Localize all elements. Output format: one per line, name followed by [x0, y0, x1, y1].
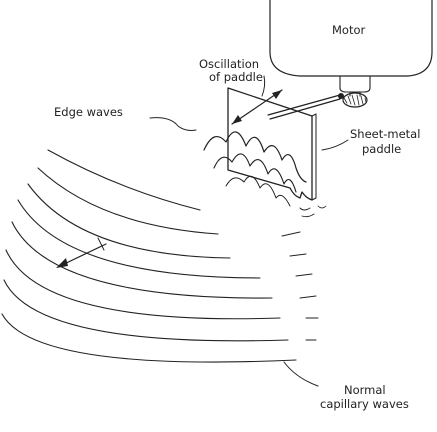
capillary-wave-2 [37, 167, 219, 235]
paddle-edge-top [311, 113, 317, 117]
motor-label: Motor [332, 23, 366, 37]
paddle-face [227, 87, 313, 201]
oscillation-arrowhead-down [232, 115, 242, 124]
eccentric-wheel [342, 92, 368, 108]
rod-lower-edge [269, 98, 341, 120]
motor-collar [339, 75, 371, 93]
capillary-wave-1 [47, 149, 201, 211]
sheet-metal-paddle [227, 87, 317, 201]
edge-wave-crest-2 [213, 153, 297, 193]
wheel-knurl [343, 94, 367, 106]
oscillation-arrowhead-up [272, 90, 282, 99]
edge-waves-label: Edge waves [54, 105, 123, 119]
capillary-wave-6 [5, 249, 281, 320]
edge-wave-crest-3 [225, 175, 291, 207]
edge-waves [203, 131, 327, 218]
capillary-leader [283, 361, 319, 387]
capillary-wave-7 [3, 279, 289, 342]
oscillation-arrow [231, 89, 283, 125]
propagation-arrow-shaft [59, 243, 107, 267]
capillary-wave-4 [17, 199, 261, 279]
oscillation-arrow-shaft [231, 89, 283, 125]
edge-wave-splash-2 [317, 205, 327, 209]
edge-waves-leader [149, 117, 197, 131]
crank-pin [338, 93, 344, 99]
paddle-label-line1: Sheet-metal [350, 127, 420, 141]
propagation-arrow [56, 237, 107, 268]
connecting-rod [267, 94, 341, 120]
leader-lines [149, 75, 349, 387]
oscillation-label-line1: Oscillation [199, 57, 259, 71]
capillary-waves [1, 149, 319, 363]
capillary-wave-fragments [281, 231, 319, 341]
motor [269, 0, 433, 108]
motor-body [269, 0, 433, 77]
capillary-wave-8 [1, 313, 297, 363]
paddle-label-line2: paddle [362, 142, 401, 156]
paddle-edge-bottom [311, 197, 317, 201]
paddle-leader [321, 139, 349, 151]
capillary-wave-5 [11, 221, 273, 299]
capillary-label-line2: capillary waves [320, 397, 409, 411]
edge-wave-splash [299, 207, 315, 218]
edge-wave-crest-1 [203, 131, 307, 183]
propagation-arrow-tick [97, 237, 105, 251]
rod-upper-edge [267, 94, 341, 116]
oscillation-leader [261, 75, 266, 97]
propagation-arrowhead [56, 258, 68, 268]
oscillation-label-line2: of paddle [209, 70, 263, 84]
capillary-wave-3 [27, 183, 231, 259]
capillary-label-line1: Normal [344, 383, 386, 397]
